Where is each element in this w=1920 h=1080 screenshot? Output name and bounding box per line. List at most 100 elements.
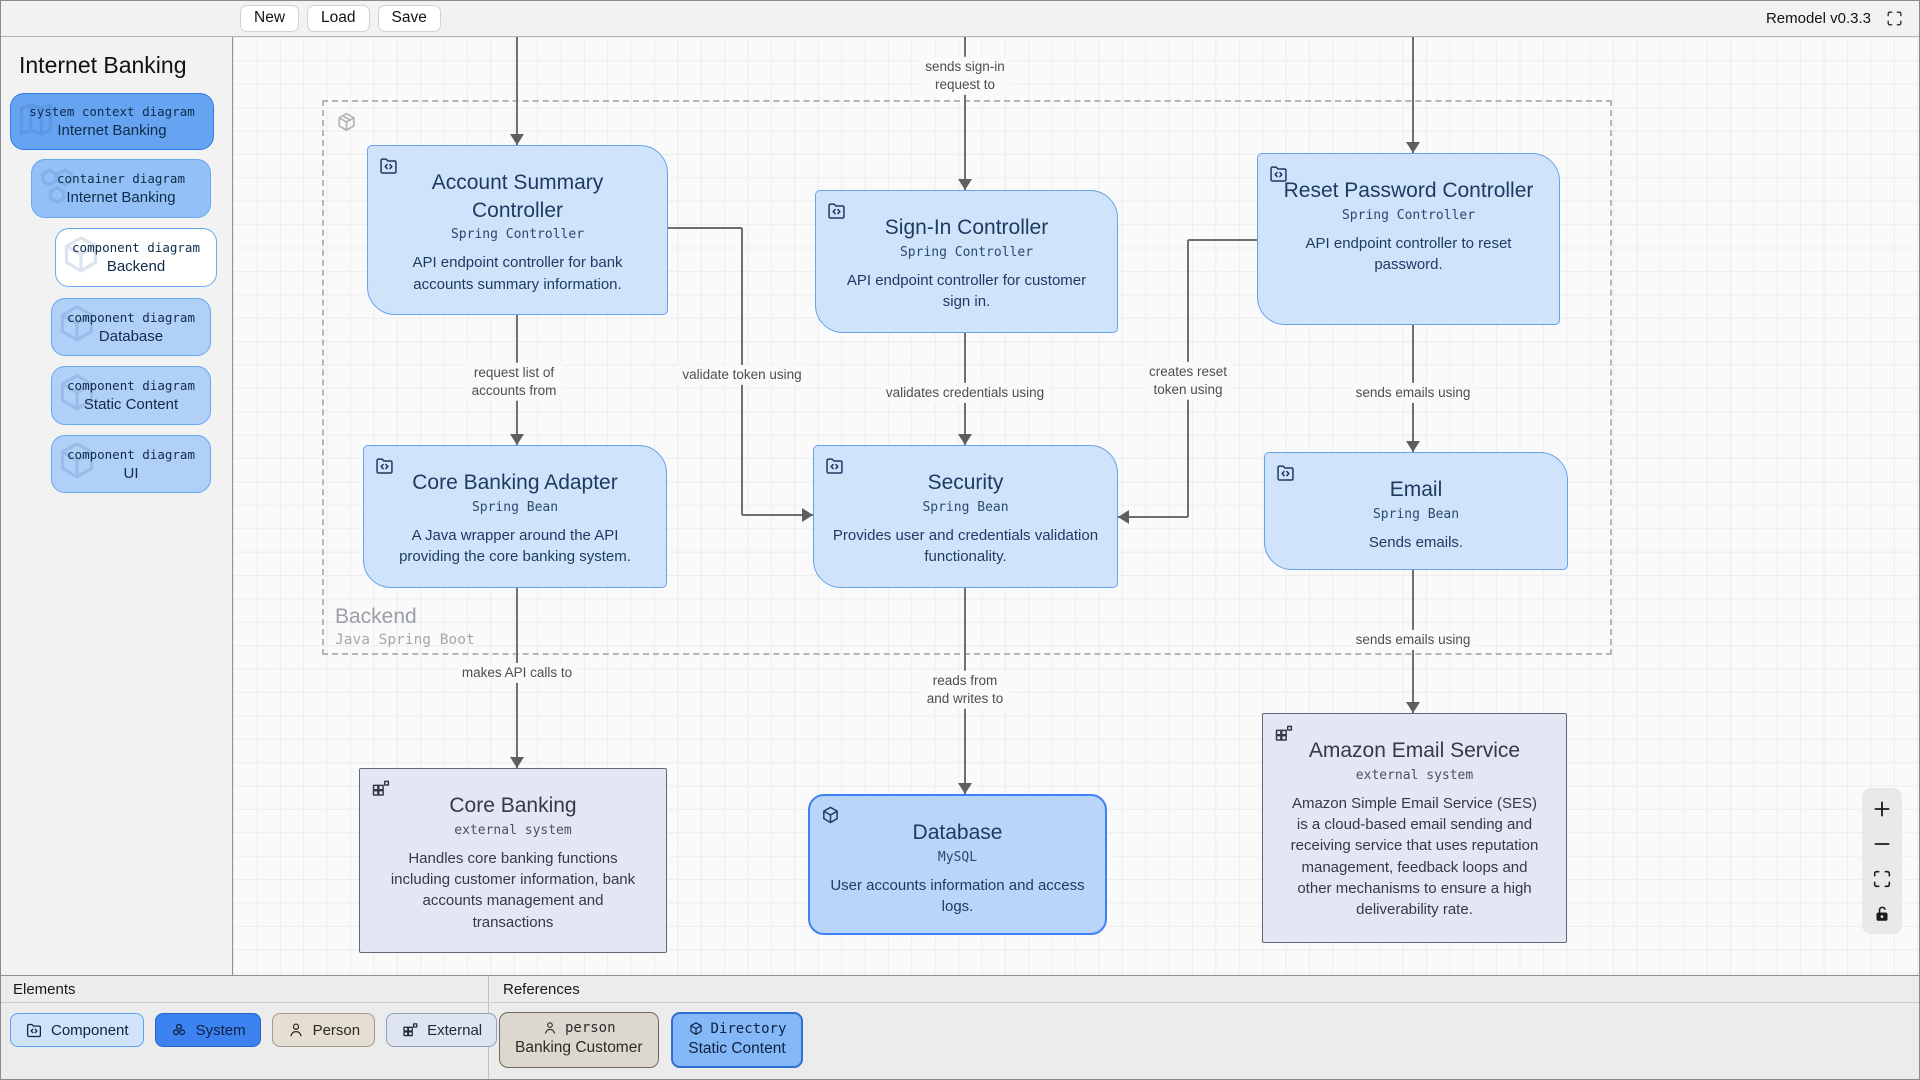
edge-label[interactable]: validate token using — [677, 364, 807, 386]
node-title: Reset Password Controller — [1283, 179, 1534, 202]
diagram-name: Static Content — [83, 396, 179, 413]
add-component-button[interactable]: Component — [10, 1013, 144, 1047]
arrowhead — [1406, 142, 1420, 153]
add-external-button[interactable]: External — [386, 1013, 498, 1047]
node-description: API endpoint controller for bank account… — [412, 254, 623, 293]
arrowhead — [510, 134, 524, 145]
node-subtitle: external system — [454, 822, 572, 838]
diagram-name: Internet Banking — [66, 189, 176, 206]
save-button[interactable]: Save — [377, 4, 441, 32]
fullscreen-icon[interactable] — [1885, 9, 1904, 28]
edge-line[interactable] — [1412, 37, 1414, 153]
diagram-type: component diagram — [67, 309, 195, 325]
header-right: Remodel v0.3.3 — [1766, 9, 1904, 28]
edge-line[interactable] — [964, 37, 966, 190]
edge-line[interactable] — [1118, 516, 1188, 518]
add-person-button[interactable]: Person — [271, 1013, 376, 1047]
external-icon — [370, 778, 391, 804]
edge-label[interactable]: request list of accounts from — [466, 362, 562, 402]
edge-label[interactable]: validates credentials using — [880, 382, 1050, 404]
edge-line[interactable] — [668, 227, 742, 229]
component-icon — [378, 155, 399, 181]
system-icon — [170, 1021, 188, 1039]
package-icon — [335, 111, 358, 139]
edge-label[interactable]: sends emails using — [1350, 382, 1476, 404]
load-button[interactable]: Load — [307, 4, 370, 32]
node-title: Sign-In Controller — [884, 216, 1049, 239]
node-subtitle: Spring Bean — [471, 499, 559, 515]
arrowhead — [958, 783, 972, 794]
element-button-label: External — [427, 1021, 483, 1039]
component-icon — [1275, 462, 1296, 488]
diagram-name: Backend — [106, 258, 166, 275]
reference-type: Directory — [710, 1021, 787, 1037]
diagram-type: component diagram — [67, 378, 195, 393]
edge-line[interactable] — [742, 514, 813, 516]
node-title: Amazon Email Service — [1308, 739, 1521, 762]
map-icon — [13, 96, 59, 147]
node-description: API endpoint controller to reset passwor… — [1305, 234, 1512, 274]
node-subtitle: external system — [1355, 767, 1474, 783]
add-system-button[interactable]: System — [154, 1013, 261, 1047]
component-icon — [25, 1021, 43, 1039]
edge-line[interactable] — [1188, 239, 1257, 241]
edge-label[interactable]: creates reset token using — [1143, 361, 1233, 401]
app-version: Remodel v0.3.3 — [1765, 9, 1871, 27]
fit-view-button[interactable] — [1871, 868, 1893, 890]
diagram-name: Internet Banking — [57, 122, 167, 139]
edge-label[interactable]: reads from and writes to — [921, 670, 1009, 710]
node-description: A Java wrapper around the API providing … — [399, 526, 631, 566]
cube-icon — [54, 370, 100, 421]
elements-buttons: Component System Person External — [0, 1003, 498, 1047]
boundary-subtitle: Java Spring Boot — [335, 632, 475, 648]
boundary-title: Backend — [335, 605, 417, 628]
diagram-canvas[interactable]: Backend Java Spring Boot sends sign-in r… — [233, 37, 1920, 975]
external-icon — [1273, 723, 1294, 749]
cube-icon — [820, 805, 841, 831]
stack-icon — [34, 163, 80, 214]
cube-icon — [54, 302, 100, 353]
zoom-out-button[interactable] — [1871, 833, 1893, 855]
lock-button[interactable] — [1871, 903, 1893, 925]
element-button-label: Component — [51, 1021, 129, 1039]
edge-label[interactable]: makes API calls to — [456, 662, 578, 684]
edge-label[interactable]: sends emails using — [1350, 629, 1476, 651]
node-title: Security — [927, 471, 1004, 494]
element-button-label: Person — [312, 1021, 361, 1039]
edge-line[interactable] — [516, 37, 518, 145]
cube-icon — [58, 232, 104, 283]
arrowhead — [510, 757, 524, 768]
edge-label[interactable]: sends sign-in request to — [920, 56, 1010, 96]
new-button[interactable]: New — [240, 4, 300, 32]
diagram-type: component diagram — [72, 240, 200, 255]
zoom-in-button[interactable] — [1871, 798, 1893, 820]
references-panel-title: References — [490, 976, 1920, 1003]
boundary-backend[interactable]: Backend Java Spring Boot — [322, 100, 1612, 655]
boundary-label: Backend Java Spring Boot — [335, 605, 475, 648]
diagram-type: component diagram — [67, 446, 195, 462]
arrowhead — [510, 434, 524, 445]
node-description: User accounts information and access log… — [830, 876, 1085, 916]
